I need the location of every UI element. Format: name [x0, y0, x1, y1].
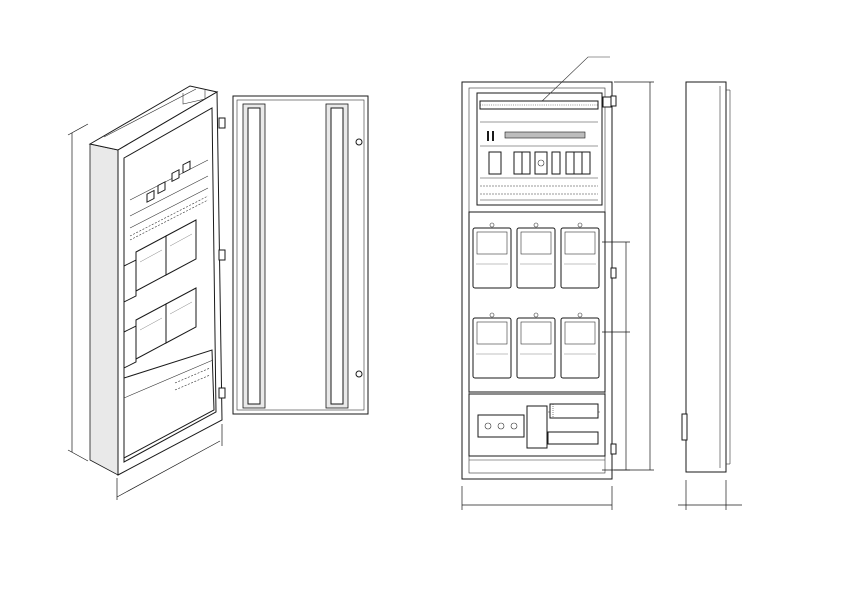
- front-lower-devices: [477, 403, 600, 449]
- door-latch-top: [355, 138, 363, 146]
- side-view: [678, 81, 742, 510]
- iso-lower-compartment: [123, 349, 215, 459]
- iso-dimensions: [67, 123, 223, 500]
- hinge-bottom: [218, 387, 226, 399]
- iso-meter-3: [123, 325, 137, 369]
- isometric-view: [67, 85, 369, 500]
- cabinet-side-face: [89, 143, 119, 476]
- hinge-mid: [218, 249, 226, 261]
- iso-interior-rows: [123, 159, 215, 459]
- side-hinge: [681, 413, 688, 441]
- leader-line: [538, 56, 610, 105]
- front-upper-section: [476, 92, 603, 206]
- front-meters: [472, 222, 600, 379]
- front-dimensions: [461, 81, 654, 510]
- front-modular-devices: [488, 151, 591, 175]
- iso-breakers-row: [146, 160, 191, 203]
- door-latch-bottom: [355, 370, 363, 378]
- hinge-top: [218, 117, 226, 129]
- open-door: [232, 95, 369, 415]
- side-dimensions: [678, 480, 742, 510]
- iso-meter-2: [165, 219, 197, 276]
- top-bracket: [182, 90, 206, 105]
- front-view: [461, 56, 654, 510]
- iso-meter-5: [165, 287, 197, 344]
- iso-meter-0: [123, 259, 137, 303]
- side-outline: [685, 81, 727, 473]
- top-edge-line: [103, 88, 197, 138]
